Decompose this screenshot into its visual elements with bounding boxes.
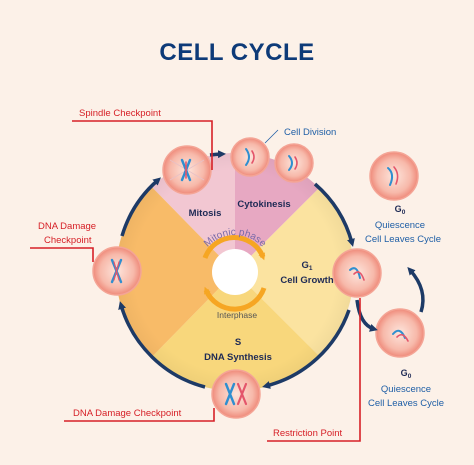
label-cell-division: Cell Division [284,127,336,138]
label-dna-damage-bottom: DNA Damage Checkpoint [73,408,182,419]
label-g1-letter: G1 [301,260,312,272]
label-cytokinesis: Cytokinesis [237,199,290,210]
g0-top-label: G0 Quiescence Cell Leaves Cycle [365,204,441,245]
label-restriction-point: Restriction Point [273,428,343,439]
arrow-g1-to-s [262,309,351,389]
arrow-to-g0-bottom [355,299,378,332]
center-hole [212,249,258,295]
label-interphase: Interphase [217,310,257,320]
label-g1-name: Cell Growth [280,275,334,286]
inner-ring [202,234,267,312]
g0-top-letter: G0 [395,204,406,216]
label-s-letter: S [235,337,241,348]
page-title: CELL CYCLE [159,39,314,66]
g0-bottom-line2: Cell Leaves Cycle [368,398,444,409]
g0-bottom-line1: Quiescence [381,384,431,395]
callout-restriction-point: Restriction Point [267,298,361,442]
label-s-group: S DNA Synthesis [204,337,272,363]
label-dna-damage-left-1: DNA Damage [38,221,96,232]
callout-spindle-checkpoint: Spindle Checkpoint [72,108,213,170]
g0-bottom-label: G0 Quiescence Cell Leaves Cycle [368,368,444,409]
g0-top-line1: Quiescence [375,220,425,231]
pointer-cell-division [264,129,279,144]
label-s-name: DNA Synthesis [204,352,272,363]
label-dna-damage-left-2: Checkpoint [44,235,92,246]
arrow-g0-loop [407,267,425,313]
cell-cytokinesis [230,137,314,183]
arrow-left-to-mitosis [120,177,162,237]
callout-dna-damage-bottom: DNA Damage Checkpoint [64,408,215,422]
outer-cycle-arrows [118,150,355,389]
g0-top-line2: Cell Leaves Cycle [365,234,441,245]
label-g1-group: G1 Cell Growth [280,260,334,286]
g0-bottom-letter: G0 [401,368,412,380]
cell-mitosis [162,145,212,195]
label-mitosis: Mitosis [189,208,222,219]
cell-g1 [332,248,382,298]
cell-g0-bottom [375,308,425,358]
label-spindle-checkpoint: Spindle Checkpoint [79,108,161,119]
cell-left-checkpoint [92,246,142,296]
callout-dna-damage-left: DNA Damage Checkpoint [30,221,96,262]
cell-s [211,369,261,419]
arrow-cytokinesis-to-g1 [313,182,355,247]
cell-g0-top [369,151,419,201]
arrow-mitosis-to-cytokinesis [209,150,226,159]
arrow-s-to-left [118,301,206,389]
